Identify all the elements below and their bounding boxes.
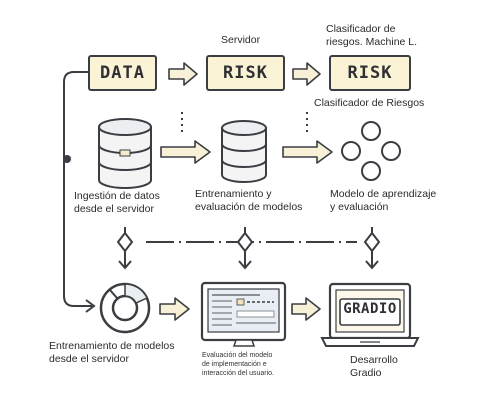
evaluacion-label-line3: interacción del usuario. <box>202 370 274 377</box>
ingestion-label-line2: desde el servidor <box>74 203 154 215</box>
diamond-connector-right <box>363 227 381 270</box>
arrow-ingestion-to-entrenamiento <box>160 140 211 164</box>
risk-box-clasificador <box>329 55 411 91</box>
arrow-risk-to-risk <box>292 62 321 86</box>
clasificador-riesgos-label: Clasificador de Riesgos <box>314 97 425 109</box>
data-box-label: DATA <box>100 63 145 83</box>
arrow-entrenamiento-to-modelo <box>282 140 333 164</box>
monitor-icon <box>200 281 287 347</box>
clasificador-ml-label-line1: Clasificador de <box>326 23 396 35</box>
risk-box-servidor-label: RISK <box>223 63 268 83</box>
left-loop-dot <box>63 155 71 163</box>
desarrollo-label-line2: Gradio <box>350 367 382 379</box>
evaluacion-label-line1: Evaluación del modelo <box>202 352 273 359</box>
entrenamiento-label-line2: evaluación de modelos <box>195 201 303 213</box>
arrow-data-to-risk <box>168 62 198 86</box>
risk-box-servidor <box>206 55 285 91</box>
ingestion-label-line1: Ingestión de datos <box>74 190 160 202</box>
data-box <box>88 55 157 91</box>
evaluacion-label-line2: de implementación e <box>202 361 267 368</box>
arrow-ring-to-monitor <box>159 297 190 321</box>
database-icon-ingestion <box>98 118 152 189</box>
modelo-label-line1: Modelo de aprendizaje <box>330 188 437 200</box>
servidor-label: Servidor <box>221 34 261 46</box>
entrenamiento-servidor-label-line2: desde el servidor <box>49 353 129 365</box>
clasificador-ml-label-line2: riesgos. Machine L. <box>326 36 418 48</box>
left-loop-connector <box>63 71 92 307</box>
desarrollo-label-line1: Desarrollo <box>350 354 398 366</box>
laptop-icon <box>320 282 420 347</box>
entrenamiento-servidor-label-line1: Entrenamiento de modelos <box>49 340 175 352</box>
ring-chart-icon <box>99 282 151 334</box>
gradio-screen-label: GRADIO <box>343 301 397 317</box>
left-loop-arrowhead <box>85 299 96 313</box>
entrenamiento-label-line1: Entrenamiento y <box>195 188 272 200</box>
database-icon-entrenamiento <box>221 120 267 183</box>
risk-box-clasificador-label: RISK <box>347 63 393 83</box>
model-network-icon <box>341 121 401 181</box>
modelo-label-line2: y evaluación <box>330 201 389 213</box>
diamond-connector-center <box>236 227 254 270</box>
diamond-connector-left <box>116 227 134 270</box>
arrow-monitor-to-laptop <box>291 297 321 321</box>
